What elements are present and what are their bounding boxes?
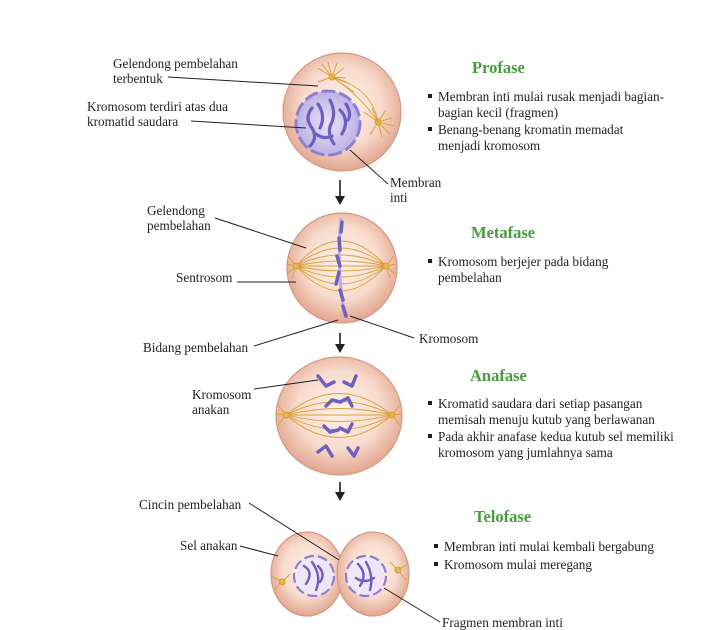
prophase-title: Profase bbox=[472, 58, 525, 77]
metaphase-title: Metafase bbox=[471, 223, 536, 242]
prophase-cell bbox=[282, 52, 402, 172]
metaphase-cell bbox=[285, 212, 398, 324]
arrow-3 bbox=[335, 482, 345, 501]
anaphase-cell bbox=[275, 356, 403, 476]
anaphase-title: Anafase bbox=[470, 366, 527, 385]
metaphase-bullets: Kromosom berjejer pada bidang pembelahan bbox=[428, 254, 668, 287]
metaphase-centrosome-right bbox=[382, 255, 397, 279]
label-sister-chromatids: Kromosom terdiri atas dua kromatid sauda… bbox=[87, 99, 228, 129]
telophase-bullet: Kromosom mulai meregang bbox=[434, 557, 664, 573]
metaphase-chromosomes bbox=[334, 220, 348, 318]
anaphase-bullet: Pada akhir anafase kedua kutub sel memil… bbox=[428, 429, 678, 460]
metaphase-centrosome-left bbox=[285, 255, 300, 279]
telophase-bullet: Membran inti mulai kembali bergabung bbox=[434, 539, 664, 555]
arrow-1 bbox=[335, 180, 345, 205]
label-cleavage-ring: Cincin pembelahan bbox=[139, 497, 242, 512]
label-daughter-cell: Sel anakan bbox=[180, 538, 238, 553]
prophase-bullet: Benang-benang kromatin memadat menjadi k… bbox=[428, 122, 668, 153]
label-division-plane: Bidang pembelahan bbox=[143, 340, 249, 355]
anaphase-bullets: Kromatid saudara dari setiap pasangan me… bbox=[428, 396, 678, 462]
telophase-chromosomes bbox=[302, 560, 376, 592]
prophase-bullet: Membran inti mulai rusak menjadi bagian-… bbox=[428, 89, 668, 120]
metaphase-bullet: Kromosom berjejer pada bidang pembelahan bbox=[428, 254, 668, 285]
anaphase-chromosomes bbox=[316, 374, 360, 458]
label-spindle: Gelendong pembelahan bbox=[147, 203, 211, 233]
label-spindle-forming: Gelendong pembelahan terbentuk bbox=[113, 56, 238, 86]
label-nuclear-membrane: Membran inti bbox=[390, 175, 442, 205]
label-daughter-chromosome: Kromosom anakan bbox=[192, 387, 252, 417]
anaphase-bullet: Kromatid saudara dari setiap pasangan me… bbox=[428, 396, 678, 427]
telophase-cells bbox=[270, 531, 410, 617]
arrow-2 bbox=[335, 333, 345, 353]
leader-lines bbox=[167, 76, 441, 623]
telophase-title: Telofase bbox=[474, 507, 532, 526]
prophase-chromosomes bbox=[306, 98, 352, 148]
label-chromosome: Kromosom bbox=[419, 331, 479, 346]
telophase-bullets: Membran inti mulai kembali bergabung Kro… bbox=[434, 539, 664, 574]
label-membrane-fragment: Fragmen membran inti bbox=[442, 615, 563, 630]
label-centrosome: Sentrosom bbox=[176, 270, 233, 285]
prophase-bullets: Membran inti mulai rusak menjadi bagian-… bbox=[428, 89, 668, 155]
